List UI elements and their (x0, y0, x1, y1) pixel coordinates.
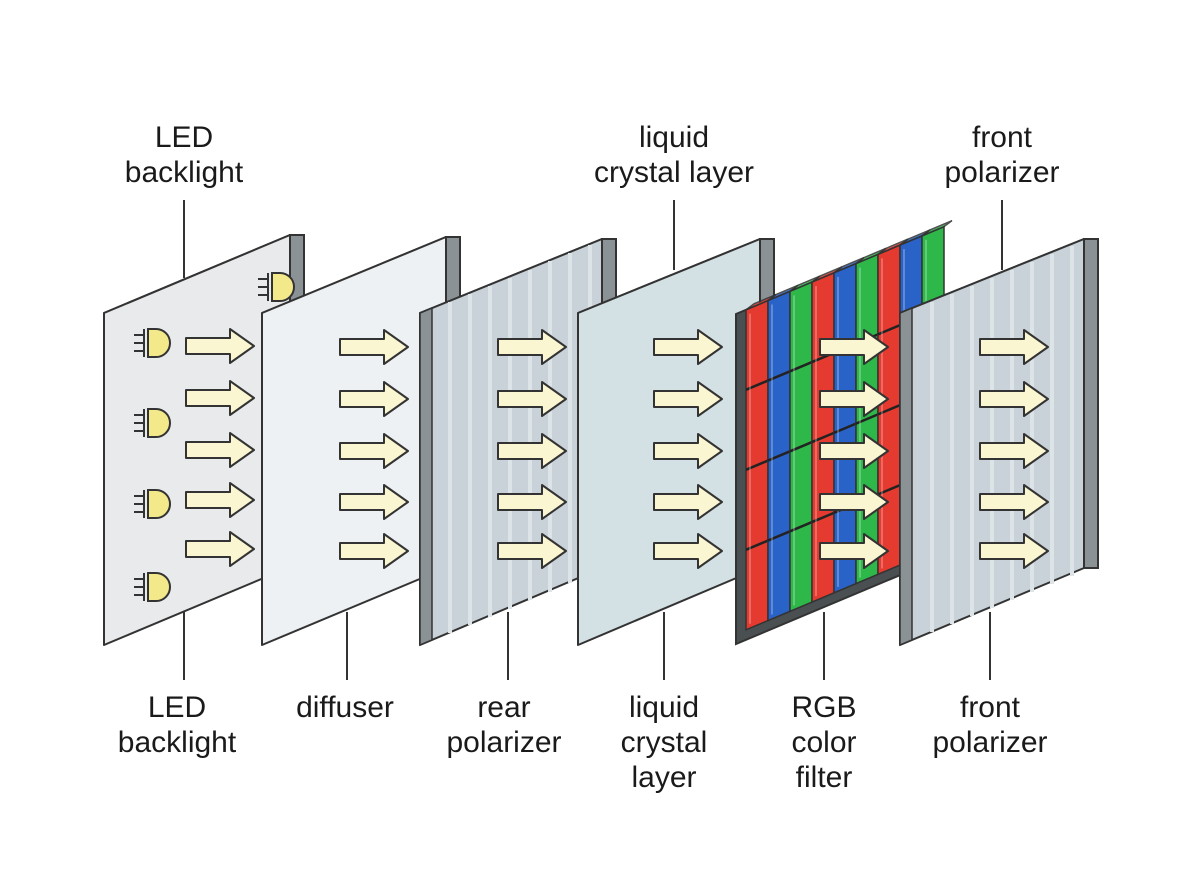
filter-row-divider (877, 323, 901, 336)
label-line: liquid (628, 691, 700, 724)
bottom-label-liquid-crystal-layer: liquid crystal layer (584, 690, 744, 795)
label-line: polarizer (944, 156, 1060, 189)
leader-lines (183, 200, 1003, 680)
filter-row-divider (745, 539, 769, 551)
label-line: layer (631, 761, 697, 794)
front-polarizer-side-edge (1083, 238, 1099, 569)
filter-row-divider (745, 379, 769, 391)
filter-row-divider (767, 370, 791, 382)
label-line: front (959, 691, 1021, 724)
bottom-label-front-polarizer: front polarizer (910, 690, 1070, 760)
label-line: color (791, 726, 857, 759)
bottom-label-diffuser: diffuser (265, 690, 425, 725)
filter-row-divider (877, 483, 901, 496)
label-line: front (971, 121, 1033, 154)
bottom-label-rgb-color-filter: RGB color filter (744, 690, 904, 795)
filter-row-divider (789, 360, 813, 373)
front-polarizer-panel (899, 238, 1099, 647)
filter-row-divider (877, 403, 901, 416)
top-label-front-polarizer: front polarizer (922, 120, 1082, 190)
filter-row-divider (767, 530, 791, 542)
filter-row-divider (811, 511, 835, 524)
label-line: crystal layer (593, 156, 755, 189)
label-line: polarizer (446, 726, 562, 759)
filter-row-divider (833, 422, 857, 434)
bottom-label-led-backlight: LED backlight (97, 690, 257, 760)
label-line: polarizer (932, 726, 1048, 759)
filter-row-divider (811, 431, 835, 444)
filter-row-divider (745, 459, 769, 471)
filter-row-divider (789, 440, 813, 453)
label-line: liquid (638, 121, 710, 154)
filter-row-divider (855, 413, 879, 425)
label-line: rear (477, 691, 531, 724)
label-line: diffuser (296, 691, 394, 724)
rear-polarizer-thick-edge (419, 306, 433, 647)
label-line: filter (795, 761, 853, 794)
label-line: LED (147, 691, 207, 724)
front-polarizer-thick-edge (899, 306, 913, 647)
label-line: backlight (124, 156, 244, 189)
top-label-liquid-crystal-layer: liquid crystal layer (574, 120, 774, 190)
label-line: crystal (620, 726, 708, 759)
label-line: RGB (791, 691, 857, 724)
label-line: backlight (117, 726, 237, 759)
top-label-led-backlight: LED backlight (104, 120, 264, 190)
label-line: LED (154, 121, 214, 154)
filter-row-divider (767, 450, 791, 462)
bottom-label-rear-polarizer: rear polarizer (424, 690, 584, 760)
filter-row-divider (789, 520, 813, 533)
filter-subpixel-cap (921, 219, 953, 237)
